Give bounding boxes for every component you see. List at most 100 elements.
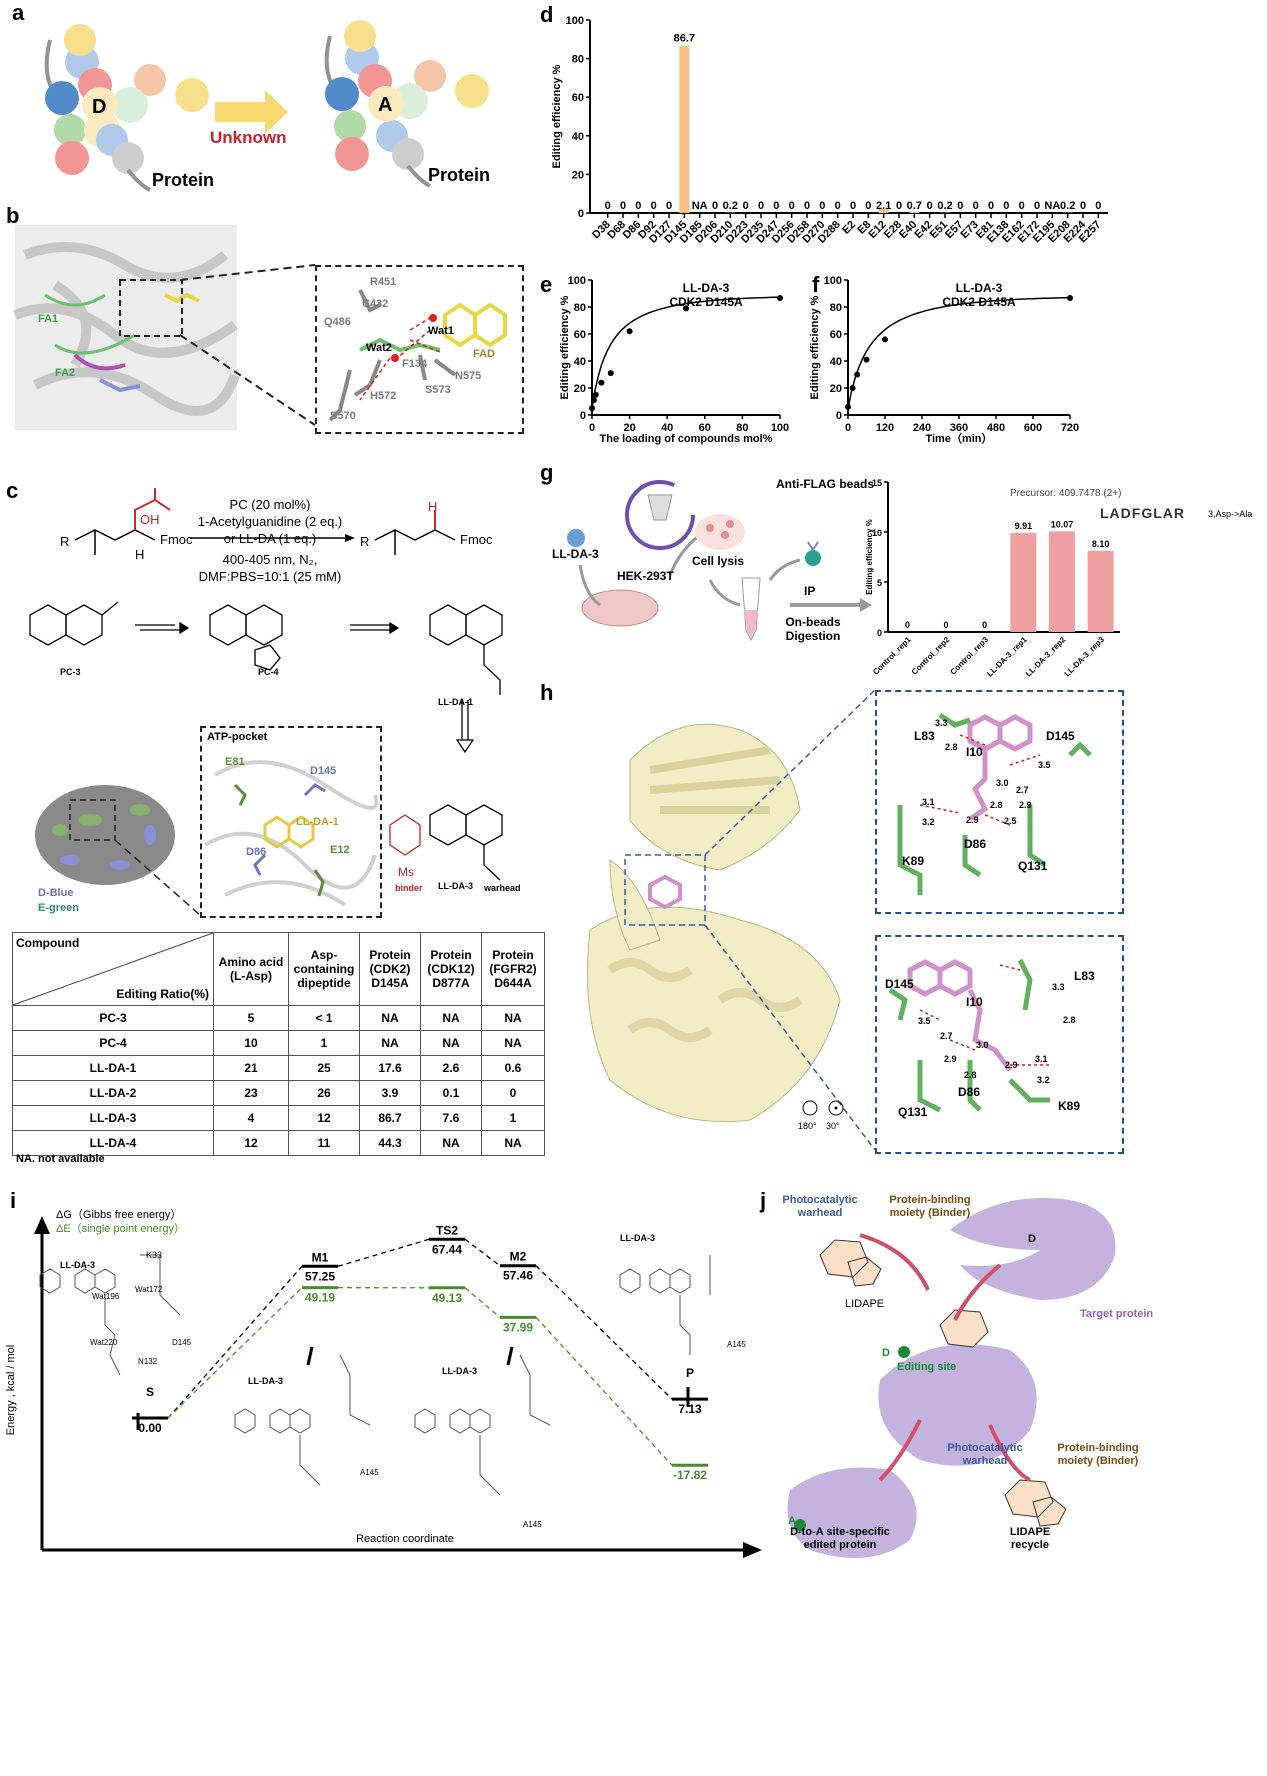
y-axis-label: Editing efficiency % <box>551 64 563 168</box>
atp-pocket-title: ATP-pocket <box>207 731 268 743</box>
energy-value: 57.46 <box>503 1269 533 1283</box>
table-footnote: NA. not available <box>16 1153 105 1165</box>
y-tick-label: 0 <box>578 208 584 220</box>
data-label: 0 <box>605 200 611 212</box>
product-fmoc: Fmoc <box>460 532 493 547</box>
value-cell: NA <box>481 1130 545 1156</box>
bar <box>878 208 889 213</box>
h-bot-l83: L83 <box>1074 969 1095 983</box>
arrow-icon <box>215 90 288 134</box>
x-tick-label: 720 <box>1061 422 1079 434</box>
x-tick-label: LL-DA-3_rep3 <box>1063 635 1107 679</box>
condition-pc: PC (20 mol%) <box>229 497 311 512</box>
col-header: Asp-containing dipeptide <box>288 932 360 1006</box>
value-cell: 5 <box>213 1005 289 1031</box>
energy-value: 57.25 <box>305 1269 335 1283</box>
y-tick-label: 80 <box>574 302 586 314</box>
value-cell: 26 <box>288 1080 360 1106</box>
col-header: Protein (FGFR2) D644A <box>481 932 545 1006</box>
j-a-residue: A <box>788 1515 796 1527</box>
bar <box>679 45 690 213</box>
x-axis-label: The loading of compounds mol% <box>600 433 773 445</box>
h-inset-bottom <box>875 935 1124 1154</box>
substrate-fmoc: Fmoc <box>160 532 193 547</box>
y-axis-arrow-icon <box>34 1216 50 1234</box>
state-label: P <box>686 1366 694 1380</box>
i-wat196: Wat196 <box>92 1292 120 1301</box>
data-label: 0 <box>905 620 910 630</box>
value-cell: 23 <box>213 1080 289 1106</box>
col-header: Protein (CDK12) D877A <box>420 932 482 1006</box>
i-llda3-m1: LL-DA-3 <box>248 1376 283 1386</box>
y-tick-label: 60 <box>572 92 584 104</box>
data-label: 0 <box>758 200 764 212</box>
x-tick-label: 360 <box>950 422 968 434</box>
active-site-inset <box>315 265 524 434</box>
panel-letter-f: f <box>812 272 820 297</box>
label-c432: C432 <box>362 298 389 310</box>
i-arrows <box>136 1346 690 1430</box>
y-tick-label: 60 <box>574 329 586 341</box>
data-label: NA <box>692 200 708 212</box>
value-cell: 7.6 <box>420 1105 482 1131</box>
g-compound-label: LL-DA-3 <box>552 547 599 561</box>
substrate-h: H <box>135 547 145 562</box>
h-bot-dist: 2.7 <box>940 1031 953 1041</box>
panel-letter-a: a <box>12 0 25 25</box>
value-cell: NA <box>359 1030 421 1056</box>
data-label: 0.2 <box>1060 200 1075 212</box>
h-top-d86: D86 <box>964 837 987 851</box>
j-d-complex: D <box>882 1347 890 1359</box>
value-cell: 44.3 <box>359 1130 421 1156</box>
x-tick-label: Control_rep3 <box>949 635 991 677</box>
condition-llda: or LL-DA (1 eq.) <box>223 531 317 546</box>
x-tick-label: LL-DA-3_rep1 <box>985 635 1029 679</box>
connector-line <box>535 1265 673 1400</box>
reaction-scheme <box>74 488 456 555</box>
data-point <box>590 397 597 404</box>
state-label: TS2 <box>436 1223 458 1237</box>
residue-d: D <box>92 96 107 118</box>
panel-letter-e: e <box>540 272 553 297</box>
condition-acetylguanidine: 1-Acetylguanidine (2 eq.) <box>197 514 343 529</box>
value-cell: 25 <box>288 1055 360 1081</box>
data-label: 0 <box>1095 200 1101 212</box>
j-lidape-recycle: LIDAPE recycle <box>1009 1526 1051 1551</box>
y-tick-label: 15 <box>872 478 882 488</box>
compound-pc3: PC-3 <box>60 667 81 677</box>
connector-line <box>464 1287 501 1318</box>
y-tick-label: 100 <box>568 275 586 287</box>
compound-llda1: LL-DA-1 <box>438 697 473 707</box>
x-tick-label: 20 <box>623 422 635 434</box>
rotation-180: 180° <box>798 1121 817 1131</box>
h-top-dist: 3.5 <box>1038 760 1051 770</box>
h-top-dist: 3.0 <box>996 778 1009 788</box>
h-top-l83: L83 <box>914 729 935 743</box>
label-s573: S573 <box>425 384 451 396</box>
g-digestion-label: On-beads Digestion <box>785 615 841 643</box>
data-label: 0 <box>620 200 626 212</box>
x-axis-label: Time（min） <box>925 432 992 445</box>
h-bot-dist: 3.5 <box>918 1016 931 1026</box>
compound-cell: PC-4 <box>12 1030 214 1056</box>
condition-light: 400-405 nm, N₂, <box>222 552 318 567</box>
label-q486: Q486 <box>324 316 351 328</box>
connector-line <box>167 1287 303 1419</box>
h-top-dist: 2.7 <box>1016 785 1029 795</box>
value-cell: < 1 <box>288 1005 360 1031</box>
legend-d-blue: D-Blue <box>38 887 74 899</box>
editing-ratio-table: Compound Editing Ratio(%) Amino acid (L-… <box>12 932 545 1156</box>
value-cell: 12 <box>213 1130 289 1156</box>
x-tick-label: 600 <box>1024 422 1042 434</box>
substrate-r: R <box>60 534 70 549</box>
energy-value: -17.82 <box>673 1468 707 1482</box>
label-wat2: Wat2 <box>366 342 392 354</box>
atp-pocket-inset <box>200 726 382 918</box>
h-bot-dist: 3.3 <box>1052 982 1065 992</box>
h-top-i10: I10 <box>966 745 983 759</box>
data-point <box>592 391 599 398</box>
